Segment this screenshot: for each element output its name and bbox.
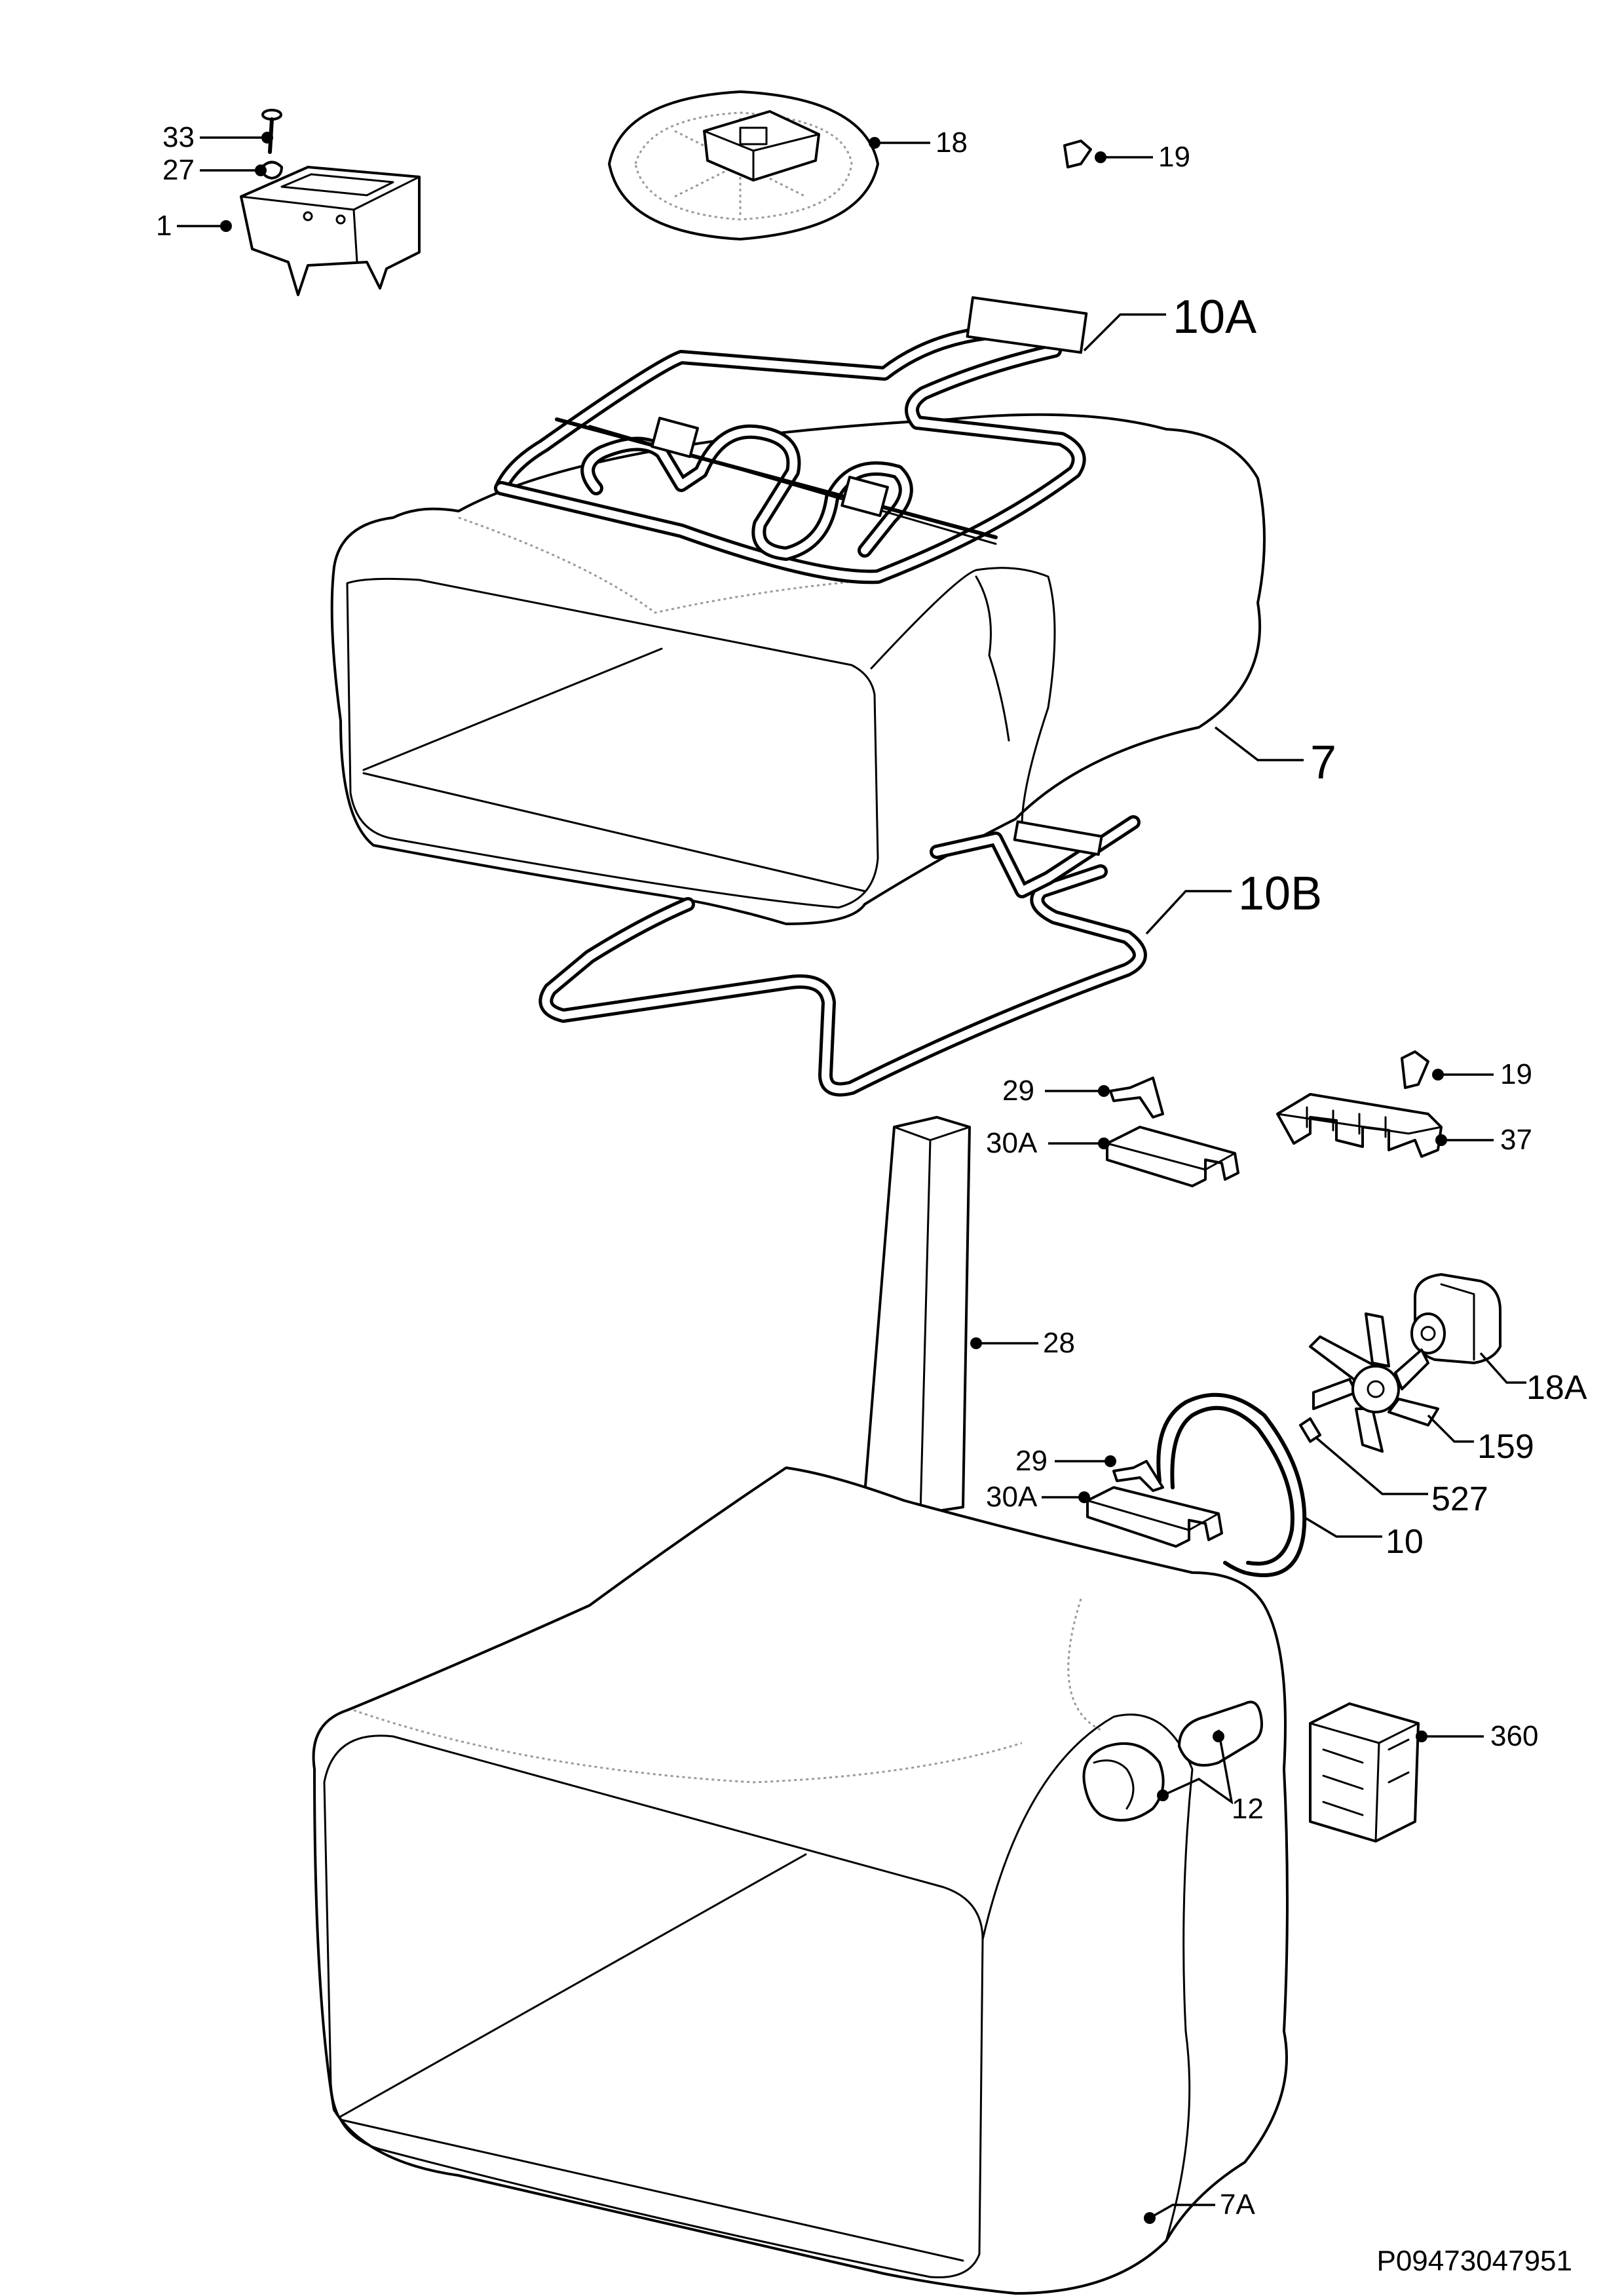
part-527-spacer[interactable] — [1299, 1417, 1321, 1443]
part-18A-fan-motor[interactable] — [1410, 1273, 1501, 1364]
callout-7A: 7A — [1144, 2189, 1255, 2224]
part-30A-rail-upper[interactable] — [1106, 1126, 1239, 1187]
callout-label: 19 — [1158, 141, 1190, 173]
callout-label: 1 — [156, 210, 172, 242]
callout-label: 7A — [1220, 2189, 1255, 2221]
callout-label: 30A — [986, 1481, 1038, 1513]
callout-30A-upper: 30A — [986, 1127, 1110, 1159]
part-7A-lower-insulation[interactable] — [312, 1466, 1289, 2295]
callout-18A: 18A — [1479, 1352, 1587, 1407]
part-19-clip-lower[interactable] — [1401, 1050, 1429, 1089]
callout-29-lower: 29 — [1015, 1445, 1116, 1477]
callout-label: 7 — [1310, 737, 1336, 789]
part-360-socket-block[interactable] — [1309, 1702, 1420, 1843]
callout-label: 527 — [1431, 1480, 1488, 1518]
callout-27: 27 — [162, 154, 267, 186]
callout-7: 7 — [1214, 726, 1336, 789]
part-30A-rail-lower[interactable] — [1086, 1486, 1223, 1548]
callout-527: 527 — [1315, 1437, 1488, 1518]
drawing-code: P09473047951 — [1376, 2245, 1572, 2277]
part-29-bracket-lower[interactable] — [1112, 1460, 1164, 1492]
callout-label: 27 — [162, 154, 195, 186]
callout-label: 18 — [935, 126, 968, 159]
part-29-bracket-upper[interactable] — [1109, 1077, 1164, 1119]
callout-label: 12 — [1232, 1793, 1264, 1825]
callout-label: 159 — [1477, 1428, 1534, 1466]
callout-label: 30A — [986, 1127, 1038, 1159]
callout-label: 10A — [1173, 291, 1256, 343]
callout-19-lower: 19 — [1432, 1058, 1532, 1090]
callout-159: 159 — [1427, 1414, 1534, 1466]
part-7-upper-insulation[interactable] — [330, 413, 1266, 925]
part-159-fan-blade[interactable] — [1309, 1312, 1439, 1453]
callout-label: 19 — [1500, 1058, 1532, 1090]
callout-19-top: 19 — [1095, 141, 1190, 173]
callout-37: 37 — [1435, 1124, 1532, 1156]
callout-label: 28 — [1043, 1327, 1075, 1359]
callout-label: 10 — [1386, 1523, 1424, 1561]
callout-33: 33 — [162, 121, 273, 153]
part-28-duct[interactable] — [863, 1116, 971, 1515]
part-33-screw[interactable] — [261, 109, 282, 154]
callout-18: 18 — [869, 126, 968, 159]
callout-10B: 10B — [1145, 868, 1322, 935]
callout-1: 1 — [156, 210, 232, 242]
callout-label: 33 — [162, 121, 195, 153]
callout-label: 37 — [1500, 1124, 1532, 1156]
part-10A-grill-element[interactable] — [494, 296, 1088, 584]
part-10-circular-element[interactable] — [1156, 1392, 1307, 1577]
callout-29-upper: 29 — [1002, 1075, 1110, 1107]
callout-30A-lower: 30A — [986, 1481, 1090, 1513]
part-1-control-module[interactable] — [240, 166, 421, 296]
callout-10A: 10A — [1083, 291, 1256, 352]
callout-label: 29 — [1015, 1445, 1048, 1477]
callout-label: 10B — [1238, 868, 1322, 920]
callout-label: 360 — [1490, 1720, 1538, 1752]
callout-label: 29 — [1002, 1075, 1034, 1107]
callout-28: 28 — [970, 1327, 1075, 1359]
callout-12: 12 — [1157, 1729, 1264, 1825]
part-10B-bottom-element[interactable] — [538, 815, 1147, 1097]
callout-10: 10 — [1303, 1516, 1424, 1561]
part-37-terminal-block[interactable] — [1276, 1093, 1443, 1158]
part-19-clip-top[interactable] — [1063, 140, 1092, 168]
callout-label: 18A — [1526, 1369, 1587, 1407]
callout-360: 360 — [1416, 1720, 1538, 1752]
part-18-fan-motor-plate[interactable] — [608, 90, 879, 240]
